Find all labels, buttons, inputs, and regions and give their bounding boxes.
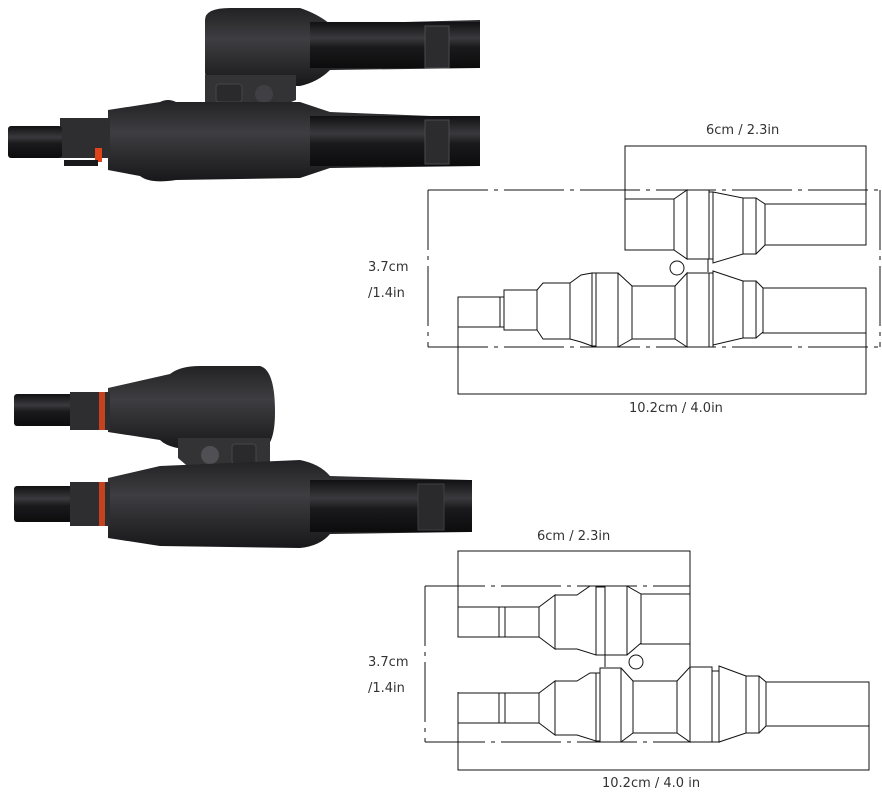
total-length-label-1: 10.2cm / 4.0in <box>629 401 723 416</box>
total-length-label-2: 10.2cm / 4.0 in <box>602 776 701 791</box>
branch-length-label-1: 6cm / 2.3in <box>706 123 780 138</box>
dimension-drawing-1 <box>427 145 881 395</box>
product-photo-2 <box>14 366 472 548</box>
height-imperial-label-2: /1.4in <box>368 681 405 696</box>
branch-length-label-2: 6cm / 2.3in <box>537 529 611 544</box>
height-label-1: 3.7cm <box>368 260 409 275</box>
height-imperial-label-1: /1.4in <box>368 286 405 301</box>
product-photo-1 <box>8 8 480 182</box>
height-label-2: 3.7cm <box>368 655 409 670</box>
dimension-drawing-2 <box>424 550 870 771</box>
